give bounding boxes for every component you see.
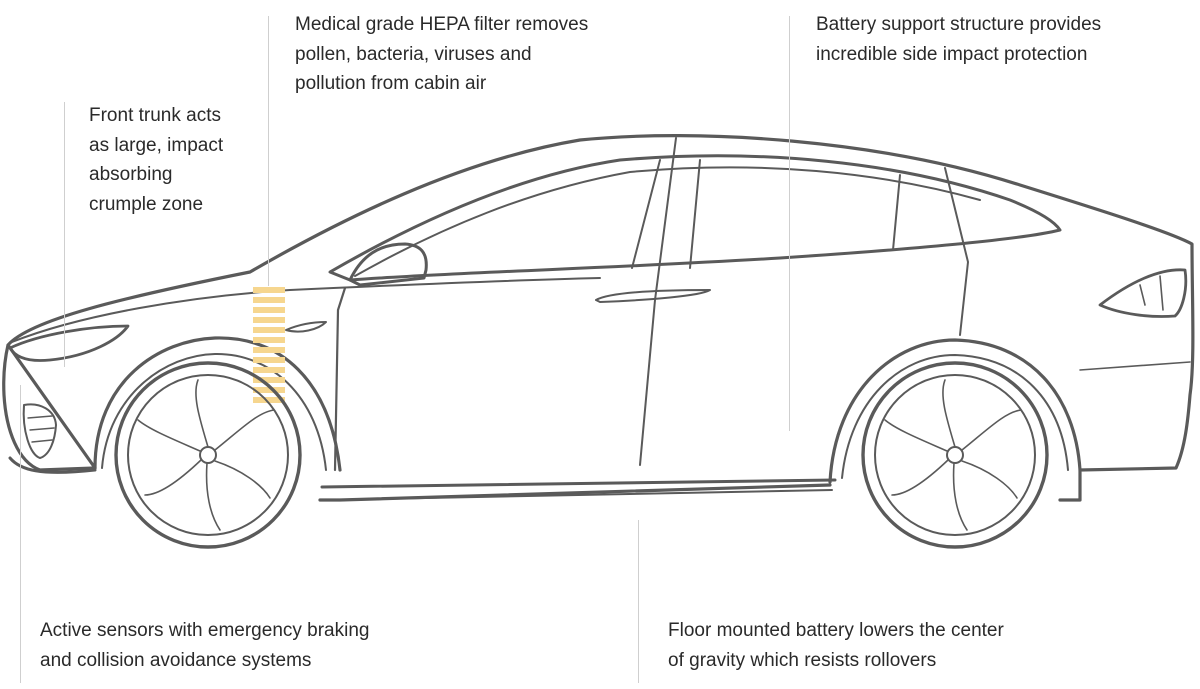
leader-line-front-trunk xyxy=(64,102,65,367)
callout-floor-battery: Floor mounted battery lowers the center … xyxy=(668,616,1004,675)
callout-text-line: pollen, bacteria, viruses and xyxy=(295,43,532,65)
callout-text-line: incredible side impact protection xyxy=(816,43,1088,65)
callout-text-line: Floor mounted battery lowers the center xyxy=(668,620,1004,641)
callout-front-trunk: Front trunk acts as large, impact absorb… xyxy=(89,101,223,219)
callout-text-line: crumple zone xyxy=(89,193,204,215)
leader-line-battery-structure xyxy=(789,16,790,431)
callout-text-line: and collision avoidance systems xyxy=(40,649,312,671)
front-wheel xyxy=(114,361,302,549)
rear-wheel xyxy=(861,361,1049,549)
leader-line-sensors xyxy=(20,385,21,683)
callout-active-sensors: Active sensors with emergency braking an… xyxy=(40,616,369,675)
callout-text-line: of gravity which resists rollovers xyxy=(668,649,937,671)
callout-text-line: pollution from cabin air xyxy=(295,73,487,94)
callout-text-line: Front trunk acts xyxy=(89,105,221,126)
leader-line-floor-battery xyxy=(638,520,639,683)
callout-text-line: Battery support structure provides xyxy=(816,14,1102,35)
callout-text-line: absorbing xyxy=(89,164,173,185)
leader-line-hepa xyxy=(268,16,269,286)
hepa-filter-highlight xyxy=(253,287,285,403)
callout-text-line: Active sensors with emergency braking xyxy=(40,620,370,641)
callout-text-line: as large, impact xyxy=(89,134,224,156)
callout-hepa-filter: Medical grade HEPA filter removes pollen… xyxy=(295,10,588,99)
callout-battery-structure: Battery support structure provides incre… xyxy=(816,10,1101,69)
callout-text-line: Medical grade HEPA filter removes xyxy=(295,14,589,35)
